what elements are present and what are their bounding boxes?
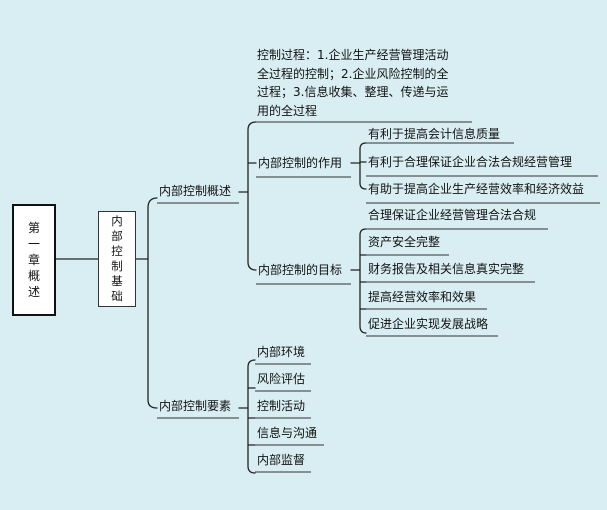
role-item: 有助于提高企业生产经营效率和经济效益 bbox=[368, 182, 585, 196]
goal-label: 内部控制的目标 bbox=[258, 263, 343, 277]
root-char: 一 bbox=[27, 237, 40, 251]
goal-item: 财务报告及相关信息真实完整 bbox=[368, 262, 525, 276]
level1-char: 制 bbox=[111, 259, 123, 273]
element-item: 信息与沟通 bbox=[257, 426, 318, 440]
level1-char: 控 bbox=[111, 244, 123, 258]
level1-char: 部 bbox=[111, 229, 123, 243]
root-char: 概 bbox=[27, 269, 40, 283]
element-item: 风险评估 bbox=[257, 372, 306, 386]
role-item: 有利于提高会计信息质量 bbox=[368, 127, 501, 141]
node-internal-control-basics: 内 部 控 制 基 础 bbox=[98, 211, 136, 307]
level1-char: 基 bbox=[111, 274, 123, 288]
goal-item: 促进企业实现发展战略 bbox=[368, 317, 489, 331]
role-item: 有利于合理保证企业合法合规经营管理 bbox=[368, 155, 573, 169]
process-line: 控制过程：1.企业生产经营管理活动 bbox=[257, 48, 449, 62]
role-label: 内部控制的作用 bbox=[258, 156, 343, 170]
branch-overview-label: 内部控制概述 bbox=[159, 184, 232, 198]
level1-char: 础 bbox=[111, 289, 123, 303]
element-item: 内部监督 bbox=[257, 453, 306, 467]
process-line: 用的全过程 bbox=[257, 103, 318, 118]
root-char: 章 bbox=[27, 253, 40, 267]
element-item: 内部环境 bbox=[257, 345, 306, 359]
branch-elements-label: 内部控制要素 bbox=[159, 399, 232, 413]
control-process-text: 控制过程：1.企业生产经营管理活动 全过程的控制；2.企业风险控制的全 过程；3… bbox=[257, 46, 448, 120]
root-node-chapter-overview: 第 一 章 概 述 bbox=[12, 204, 56, 316]
process-line: 全过程的控制；2.企业风险控制的全 bbox=[257, 66, 449, 81]
process-line: 过程；3.信息收集、整理、传递与运 bbox=[257, 85, 449, 99]
goal-item: 提高经营效率和效果 bbox=[368, 290, 477, 304]
level1-char: 内 bbox=[111, 214, 123, 228]
goal-item: 资产安全完整 bbox=[368, 235, 441, 249]
root-char: 述 bbox=[27, 285, 40, 299]
goal-item: 合理保证企业经营管理合法合规 bbox=[368, 208, 537, 222]
root-char: 第 bbox=[27, 221, 40, 235]
element-item: 控制活动 bbox=[257, 399, 306, 413]
